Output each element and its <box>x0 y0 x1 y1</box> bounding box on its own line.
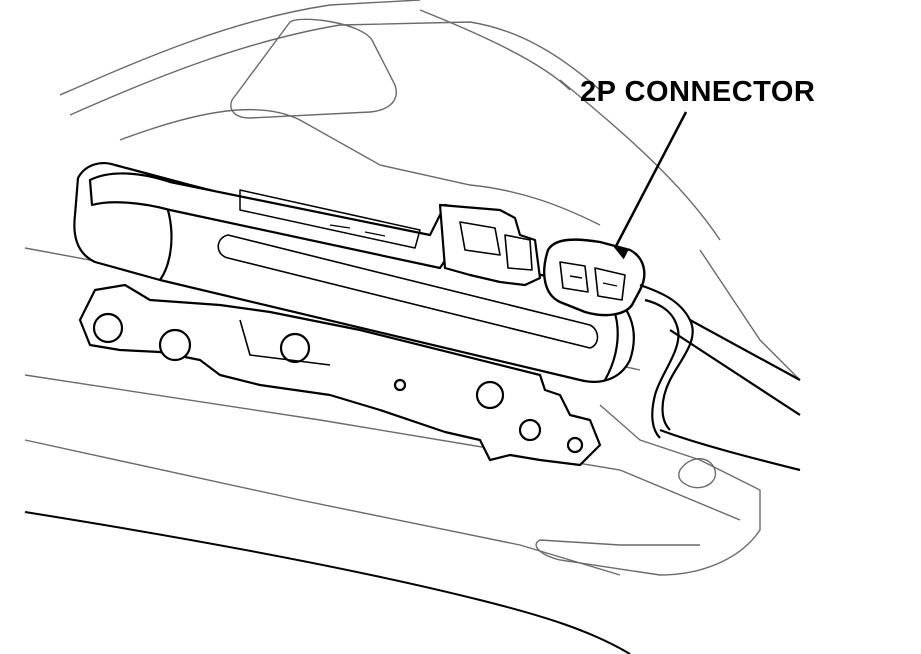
connector-wires <box>639 283 801 472</box>
floor-edge-line <box>24 511 631 654</box>
callout-leader-arrow <box>613 111 688 260</box>
mounting-bracket <box>78 283 602 467</box>
body-panel-outlines <box>24 0 801 576</box>
callout-label-2p-connector: 2P CONNECTOR <box>580 76 816 108</box>
left-connector <box>438 203 542 287</box>
